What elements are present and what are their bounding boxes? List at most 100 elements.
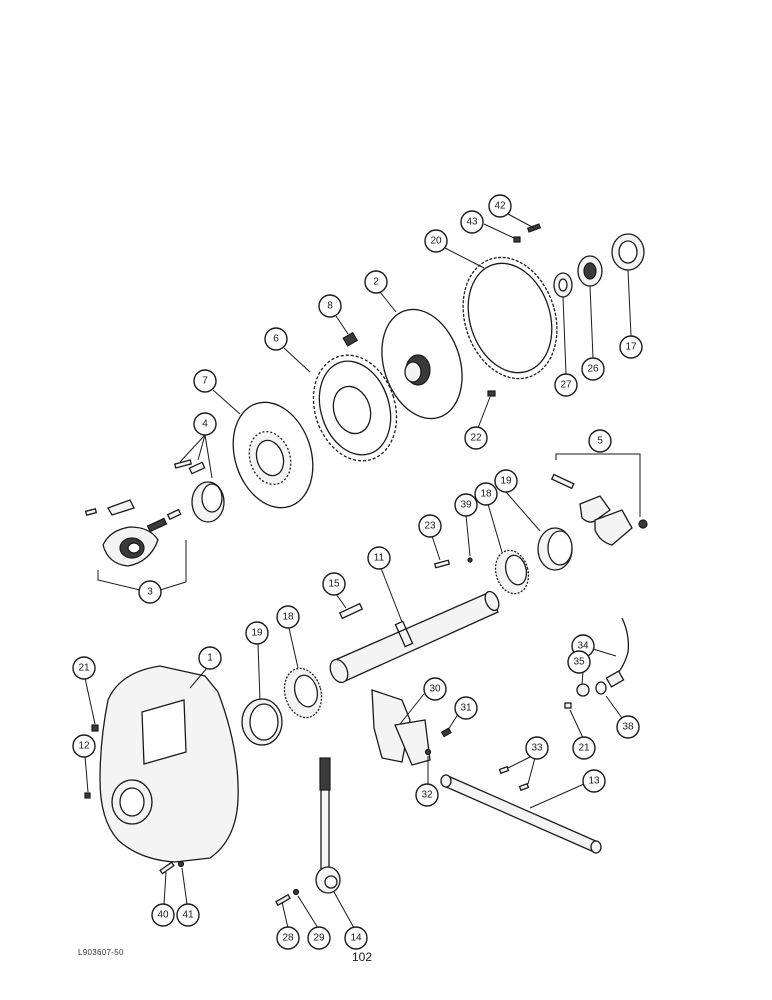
callout-26: 26 [581,357,605,381]
callout-23: 23 [418,514,442,538]
fitting-part-35 [576,683,590,697]
svg-text:27: 27 [560,380,572,391]
svg-text:3: 3 [147,587,153,598]
callout-13: 13 [582,769,606,793]
housing-part-1 [99,665,239,863]
screw-part-28 [275,893,291,907]
ball-part-32 [424,748,432,756]
callout-6: 6 [264,327,288,351]
svg-text:18: 18 [282,612,294,623]
callout-12: 12 [72,734,96,758]
callout-20: 20 [424,229,448,253]
nut-part-43 [513,236,521,243]
washer-part-41 [177,860,185,868]
svg-text:39: 39 [460,500,472,511]
page-number: 102 [352,950,373,964]
pin-part-23 [433,559,451,569]
svg-text:38: 38 [622,722,634,733]
callout-27: 27 [554,373,578,397]
svg-text:33: 33 [531,743,543,754]
bearing-part-17 [611,233,645,271]
svg-text:20: 20 [430,236,442,247]
bearing-part-26 [577,255,603,287]
svg-text:6: 6 [273,334,279,345]
svg-text:2: 2 [373,277,379,288]
race-part-19-lower [241,698,283,746]
svg-text:40: 40 [157,910,169,921]
svg-text:5: 5 [597,436,603,447]
svg-text:17: 17 [625,342,637,353]
svg-text:19: 19 [251,628,263,639]
lever-part-14 [315,757,341,894]
callout-1: 1 [198,646,222,670]
fork-part-30 [371,689,431,766]
callout-5: 5 [588,429,612,453]
svg-text:7: 7 [202,376,208,387]
callout-32: 32 [415,783,439,807]
svg-text:41: 41 [182,910,194,921]
race-part-19-upper [537,527,573,571]
svg-text:28: 28 [282,933,294,944]
reference-code: L903607-50 [78,948,124,957]
svg-text:32: 32 [421,790,433,801]
callout-19-upper: 19 [494,469,518,493]
callout-19-lower: 19 [245,621,269,645]
tube-part-34 [605,617,630,688]
spring-part-8 [342,331,359,347]
callout-15: 15 [322,572,346,596]
svg-text:13: 13 [588,776,600,787]
callout-2: 2 [364,270,388,294]
svg-text:22: 22 [470,433,482,444]
svg-text:4: 4 [202,419,208,430]
clip-part-22 [487,390,496,397]
friction-disc-part-7 [232,401,314,509]
ring-gear-part-20 [462,256,558,380]
plug-part-21-right [564,702,572,709]
screw-part-31 [440,727,452,738]
svg-text:34: 34 [577,641,589,652]
callout-11: 11 [367,546,391,570]
svg-text:35: 35 [573,657,585,668]
svg-text:18: 18 [480,489,492,500]
callout-30: 30 [423,677,447,701]
callout-40: 40 [151,903,175,927]
svg-text:26: 26 [587,364,599,375]
callout-35: 35 [567,650,591,674]
callout-41: 41 [176,903,200,927]
callout-7: 7 [193,369,217,393]
svg-text:21: 21 [578,743,590,754]
svg-text:31: 31 [460,703,472,714]
washer-part-38 [595,681,607,695]
shaft-part-11 [329,590,500,684]
bearing-part-18-lower [283,667,323,719]
svg-text:12: 12 [78,741,90,752]
callout-8: 8 [318,294,342,318]
callout-18-lower: 18 [276,605,300,629]
callout-29: 29 [307,926,331,950]
callout-33: 33 [525,736,549,760]
svg-text:43: 43 [466,217,478,228]
fork-part-5 [550,473,648,546]
callout-22: 22 [464,426,488,450]
callout-21-right: 21 [572,736,596,760]
svg-text:11: 11 [374,553,385,564]
svg-text:23: 23 [424,521,436,532]
callout-3: 3 [138,580,162,604]
callout-43: 43 [460,210,484,234]
bracket-part-3 [84,499,182,567]
callout-17: 17 [619,335,643,359]
pin-part-15 [338,602,364,620]
washer-part-27 [553,272,573,298]
svg-text:19: 19 [500,476,512,487]
screw-part-40 [159,861,175,875]
callout-42: 42 [488,194,512,218]
bearing-part-18-upper [494,549,530,595]
plug-part-12 [84,792,91,799]
callout-28: 28 [276,926,300,950]
gear-plate-part-6 [312,354,398,462]
svg-text:8: 8 [327,301,333,312]
svg-text:29: 29 [313,933,325,944]
shaft-part-13 [440,774,602,854]
callout-21-left: 21 [72,656,96,680]
